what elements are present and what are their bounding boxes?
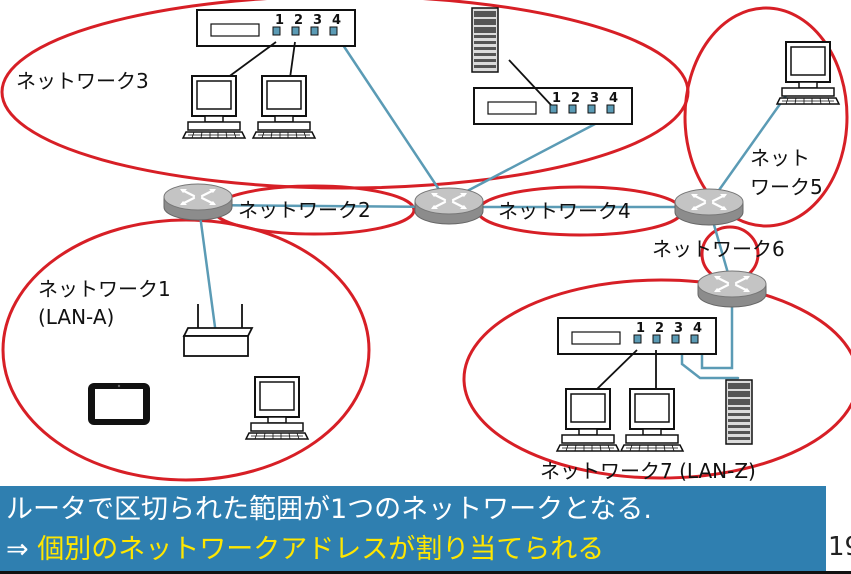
cable-hub3-r2	[339, 40, 448, 202]
label-network-1-line-1: ネットワーク1	[38, 277, 171, 301]
svg-text:4: 4	[693, 321, 702, 336]
svg-text:2: 2	[294, 13, 303, 28]
label-network-5-line-2: ワーク5	[750, 175, 823, 199]
svg-text:1: 1	[275, 13, 284, 28]
network-7-boundary	[462, 278, 851, 480]
switch-server-top-port-labels: 1 2 3 4	[552, 91, 618, 106]
label-network-4: ネットワーク4	[498, 199, 631, 223]
svg-text:2: 2	[655, 321, 664, 336]
label-network-1-line-2: (LAN-A)	[38, 305, 114, 329]
arrow-icon: ⇒	[6, 534, 29, 565]
svg-text:3: 3	[590, 91, 599, 106]
svg-text:2: 2	[571, 91, 580, 106]
cable-r3-pc5	[710, 88, 792, 202]
cable-r1-r2	[196, 203, 451, 209]
wireless-access-point	[182, 304, 254, 357]
svg-text:3: 3	[674, 321, 683, 336]
router-2	[413, 186, 485, 226]
network-5-boundary	[683, 6, 849, 228]
caption-banner: ルータで区切られた範囲が1つのネットワークとなる. ⇒ 個別のネットワークアドレ…	[0, 486, 826, 572]
pc-network-7-a	[556, 388, 620, 452]
router-3	[673, 187, 745, 227]
svg-text:3: 3	[313, 13, 322, 28]
label-network-3: ネットワーク3	[16, 69, 149, 93]
pc-network-1	[245, 376, 309, 440]
switch-network-3-port-labels: 1 2 3 4	[275, 13, 341, 28]
label-network-6: ネットワーク6	[652, 237, 785, 261]
router-1	[162, 182, 234, 222]
label-network-5-line-1: ネット	[750, 146, 810, 170]
switch-network-7-port-labels: 1 2 3 4	[636, 321, 702, 336]
caption-line-1: ルータで区切られた範囲が1つのネットワークとなる.	[6, 494, 652, 525]
pc-network-7-b	[620, 388, 684, 452]
label-network-2: ネットワーク2	[238, 198, 371, 222]
page-number: 19	[828, 532, 851, 562]
caption-line-2: ⇒ 個別のネットワークアドレスが割り当てられる	[6, 530, 816, 570]
bottom-divider	[0, 571, 851, 574]
server-top	[471, 7, 499, 73]
pc-network-3-a	[182, 75, 246, 139]
label-network-7: ネットワーク7 (LAN-Z)	[540, 459, 756, 483]
cable-hubs-r2	[448, 111, 618, 202]
svg-text:1: 1	[552, 91, 561, 106]
server-network-7	[725, 379, 753, 445]
cable-r1-ap	[198, 213, 217, 329]
svg-text:4: 4	[332, 13, 341, 28]
network-1-boundary	[1, 218, 371, 482]
svg-text:1: 1	[636, 321, 645, 336]
svg-text:4: 4	[609, 91, 618, 106]
pc-network-5	[776, 41, 840, 105]
pc-network-3-b	[252, 75, 316, 139]
tablet	[88, 383, 150, 425]
caption-line-2-text: 個別のネットワークアドレスが割り当てられる	[28, 534, 605, 565]
router-4	[696, 269, 768, 309]
